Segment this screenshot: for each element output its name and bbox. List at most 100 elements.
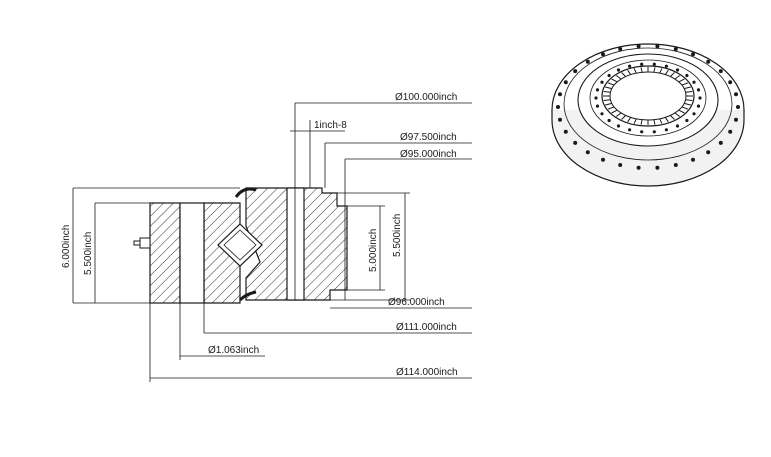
- bolt-hole: [706, 59, 711, 64]
- gear-tooth: [607, 106, 615, 110]
- gear-tooth: [683, 102, 691, 106]
- gear-tooth: [633, 68, 637, 74]
- bolt-hole: [664, 128, 669, 132]
- bolt-hole: [696, 104, 701, 108]
- gear-tooth: [605, 102, 613, 106]
- gear-tooth: [674, 112, 681, 117]
- gear-tooth: [605, 86, 613, 90]
- gear-tooth: [607, 82, 615, 86]
- gear-tooth: [615, 112, 622, 117]
- gear-tooth: [615, 75, 622, 80]
- bolt-hole: [673, 47, 678, 51]
- bolt-hole: [655, 165, 660, 170]
- bolt-hole: [675, 124, 680, 128]
- bolt-hole: [691, 157, 695, 162]
- bolt-hole: [594, 96, 598, 100]
- bolt-hole: [696, 88, 701, 92]
- inner-bolt-holes: [594, 62, 702, 134]
- bolt-hole: [616, 68, 621, 72]
- bolt-hole: [675, 68, 680, 72]
- dim-d100: Ø100.000inch: [395, 92, 457, 103]
- bolt-hole: [556, 105, 560, 109]
- gear-tooth: [678, 109, 685, 114]
- gear-tooth: [659, 68, 663, 74]
- gear-tooth: [681, 82, 689, 86]
- gear-tooth: [664, 69, 669, 75]
- cross-roller-inner: [223, 229, 257, 261]
- bolt-hole: [628, 128, 632, 132]
- seal-bottom: [238, 290, 257, 302]
- bolt-hole: [585, 59, 590, 64]
- bolt-hole: [655, 44, 660, 49]
- dim-d1-063: Ø1.063inch: [208, 345, 259, 356]
- bolt-hole: [600, 112, 604, 116]
- bolt-hole: [692, 112, 696, 116]
- gear-tooth: [678, 78, 685, 83]
- gear-tooth: [674, 75, 681, 80]
- dim-thread: 1inch-8: [314, 120, 347, 131]
- bolt-hole: [718, 140, 723, 145]
- bolt-hole: [734, 117, 738, 122]
- gear-tooth: [669, 115, 675, 120]
- gear-tooth: [659, 118, 663, 124]
- gear-tooth: [685, 91, 693, 93]
- bolt-hole: [706, 150, 711, 155]
- bolt-hole: [601, 52, 605, 57]
- gear-tooth: [653, 119, 656, 125]
- gear-tooth: [683, 86, 691, 90]
- bolt-hole: [698, 96, 702, 100]
- dim-h5-inner: 5.000inch: [368, 229, 379, 272]
- bearing-3d-view: [551, 43, 745, 187]
- gear-teeth: [603, 67, 693, 125]
- bolt-hole: [734, 92, 738, 97]
- inner-thread-hole: [286, 187, 305, 301]
- gear-tooth: [611, 78, 618, 83]
- outer-ring-section: [149, 202, 181, 304]
- bolt-hole: [558, 92, 562, 97]
- cross-roller: [217, 223, 263, 267]
- dim-h5-5-left: 5.500inch: [83, 232, 94, 275]
- bolt-hole: [640, 62, 644, 66]
- bolt-hole: [636, 44, 641, 49]
- gear-tooth: [664, 117, 669, 123]
- dim-d96: Ø96.000inch: [388, 297, 445, 308]
- gear-tooth: [603, 91, 611, 93]
- bolt-hole: [728, 80, 733, 85]
- gear-tooth: [685, 99, 693, 101]
- bolt-hole: [652, 130, 656, 134]
- bolt-hole: [573, 140, 578, 145]
- bolt-hole: [563, 80, 568, 85]
- gear-tooth: [633, 118, 637, 124]
- gear-tooth: [621, 72, 627, 77]
- dimension-lines: [72, 102, 472, 382]
- bolt-hole: [628, 64, 632, 68]
- bolt-hole: [607, 118, 611, 123]
- grease-nipple: [139, 237, 151, 249]
- bolt-hole: [558, 117, 562, 122]
- gear-tooth: [681, 106, 689, 110]
- bolt-hole: [691, 52, 695, 57]
- dim-d95: Ø95.000inch: [400, 149, 457, 160]
- bolt-hole: [692, 80, 696, 84]
- gear-tooth: [669, 72, 675, 77]
- bolt-hole: [736, 105, 740, 109]
- dim-h6: 6.000inch: [61, 225, 72, 268]
- bolt-hole: [618, 163, 623, 167]
- bolt-hole: [607, 73, 611, 78]
- bolt-hole: [636, 165, 641, 170]
- bolt-hole: [652, 62, 656, 66]
- seal-top: [234, 187, 257, 198]
- bolt-hole: [595, 88, 600, 92]
- dim-h5-5-right: 5.500inch: [392, 214, 403, 257]
- gear-tooth: [640, 119, 643, 125]
- bolt-hole: [640, 130, 644, 134]
- bolt-hole: [573, 69, 578, 74]
- gear-tooth: [627, 69, 632, 75]
- bolt-hole: [601, 157, 605, 162]
- bolt-hole: [618, 47, 623, 51]
- bolt-hole: [585, 150, 590, 155]
- dim-d97-5: Ø97.500inch: [400, 132, 457, 143]
- bolt-hole: [718, 69, 723, 74]
- dim-d111: Ø111.000inch: [396, 322, 457, 333]
- bolt-hole: [600, 80, 604, 84]
